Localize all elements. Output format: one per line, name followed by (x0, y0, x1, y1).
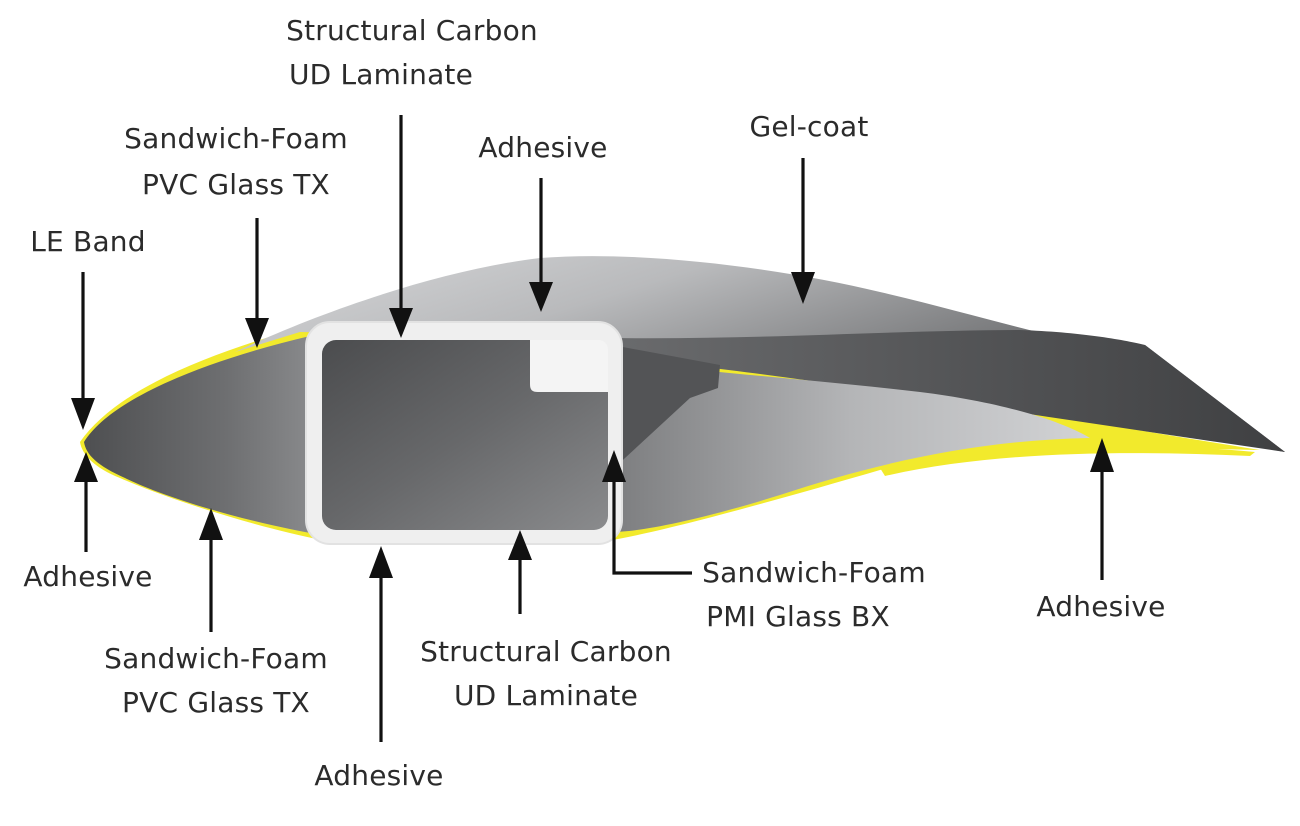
arrow-structural-carbon-top (389, 115, 413, 338)
arrow-adhesive-left (74, 452, 98, 552)
label-structural-carbon-bottom-line2: UD Laminate (454, 679, 638, 712)
label-sandwich-pmi-line2: PMI Glass BX (706, 600, 890, 633)
arrow-gel-coat (791, 158, 815, 304)
arrow-le-band (71, 272, 95, 430)
arrow-adhesive-bottom (369, 546, 393, 742)
label-adhesive-bottom: Adhesive (314, 759, 443, 792)
arrow-adhesive-top (529, 178, 553, 312)
label-adhesive-right: Adhesive (1036, 590, 1165, 623)
label-adhesive-top: Adhesive (478, 131, 607, 164)
label-structural-carbon-top-line1: Structural Carbon (286, 14, 538, 47)
arrow-sandwich-pmi (602, 450, 692, 575)
label-sandwich-pvc-bottom-line2: PVC Glass TX (122, 686, 310, 719)
labels: Structural Carbon UD Laminate Sandwich-F… (23, 14, 1165, 792)
arrow-adhesive-right (1090, 438, 1114, 580)
label-sandwich-pvc-top-line1: Sandwich-Foam (124, 122, 348, 155)
label-structural-carbon-bottom-line1: Structural Carbon (420, 635, 672, 668)
label-adhesive-left: Adhesive (23, 560, 152, 593)
label-sandwich-pmi-line1: Sandwich-Foam (702, 556, 926, 589)
arrow-sandwich-pvc-top (245, 218, 269, 348)
shear-web (612, 345, 720, 470)
adhesive-lower-strip (880, 444, 1255, 476)
arrow-structural-carbon-bottom (508, 530, 532, 614)
label-sandwich-pvc-top-line2: PVC Glass TX (142, 168, 330, 201)
leading-edge-panel (84, 336, 322, 535)
arrow-sandwich-pvc-bottom (199, 508, 223, 632)
label-structural-carbon-top-line2: UD Laminate (289, 58, 473, 91)
blade-section (80, 256, 1285, 545)
gel-coat-skin (610, 330, 1285, 452)
aft-web-region (612, 360, 1090, 532)
label-gel-coat: Gel-coat (749, 110, 868, 143)
label-sandwich-pvc-bottom-line1: Sandwich-Foam (104, 642, 328, 675)
label-le-band: LE Band (30, 225, 145, 258)
spar-box-notch (530, 340, 608, 392)
arrows (71, 115, 1114, 742)
